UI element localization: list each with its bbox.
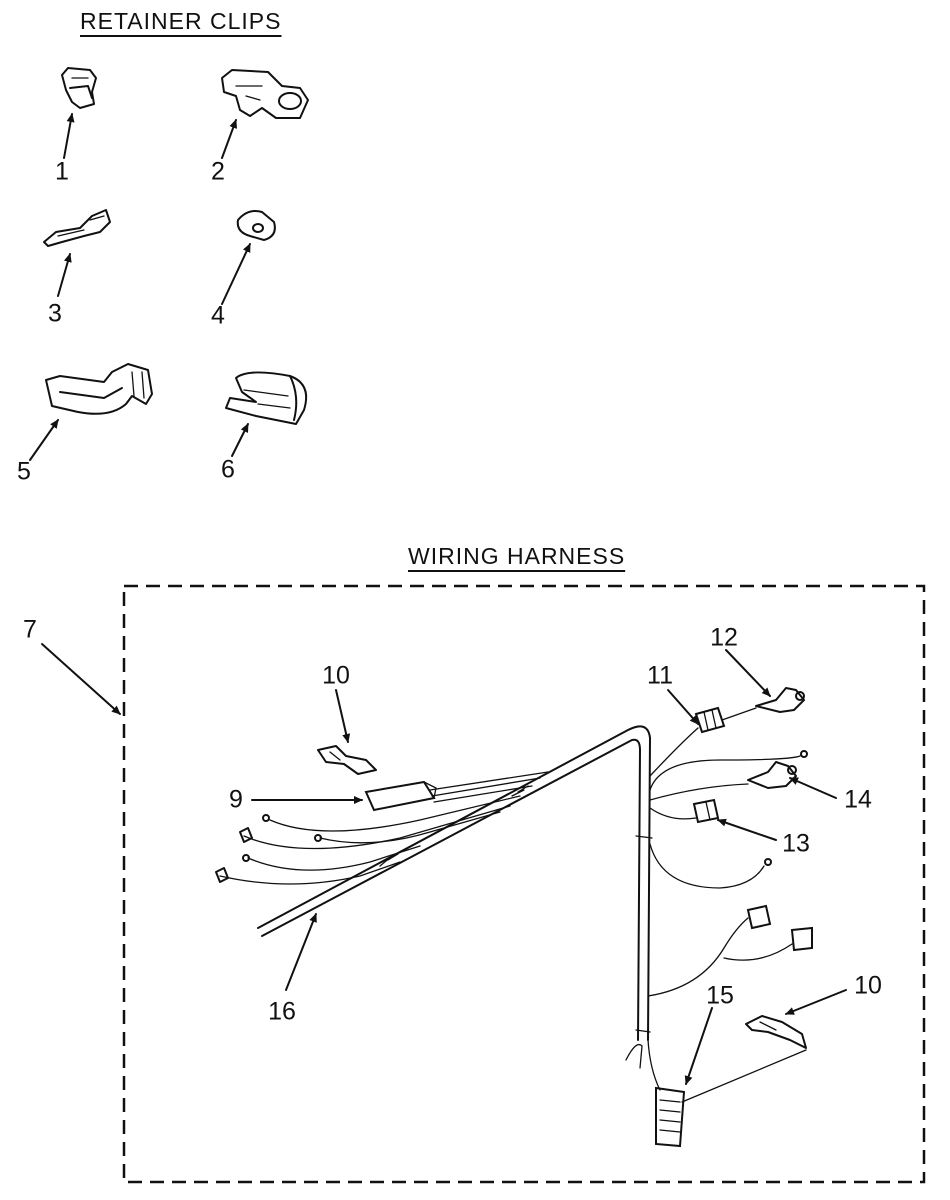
- callout-12: 12: [710, 623, 738, 652]
- callout-9: 9: [229, 785, 243, 814]
- wiring-harness-heading: WIRING HARNESS: [408, 543, 626, 569]
- callout-11: 11: [647, 661, 673, 690]
- retainer-clip-2-illustration: [221, 69, 309, 119]
- retainer-clip-3-illustration: [43, 209, 111, 247]
- retainer-clip-6-illustration: [225, 371, 308, 425]
- harness-boundary: [122, 584, 926, 1184]
- callout-1: 1: [55, 157, 69, 186]
- callout-10-upper: 10: [322, 661, 350, 690]
- callout-15: 15: [706, 981, 734, 1010]
- callout-7: 7: [23, 615, 37, 644]
- retainer-clip-4-illustration: [236, 210, 276, 241]
- callout-5: 5: [17, 457, 31, 486]
- terminal-10-lower-illustration: [745, 1015, 807, 1049]
- callout-10-lower: 10: [854, 971, 882, 1000]
- callout-6: 6: [221, 455, 235, 484]
- retainer-clips-heading: RETAINER CLIPS: [80, 8, 282, 34]
- harness-wires-left: [215, 771, 549, 885]
- callout-14: 14: [844, 785, 872, 814]
- callout-16: 16: [268, 997, 296, 1026]
- retainer-clip-1-illustration: [61, 67, 97, 109]
- callout-4: 4: [211, 301, 225, 330]
- callout-2: 2: [211, 157, 225, 186]
- callout-3: 3: [48, 299, 62, 328]
- retainer-clip-5-illustration: [45, 363, 153, 415]
- callout-13: 13: [782, 829, 810, 858]
- harness-wires-right: [647, 687, 813, 1148]
- harness-trunk: [257, 725, 653, 1069]
- terminal-10-upper-illustration: [317, 745, 377, 775]
- connector-9-illustration: [364, 780, 437, 812]
